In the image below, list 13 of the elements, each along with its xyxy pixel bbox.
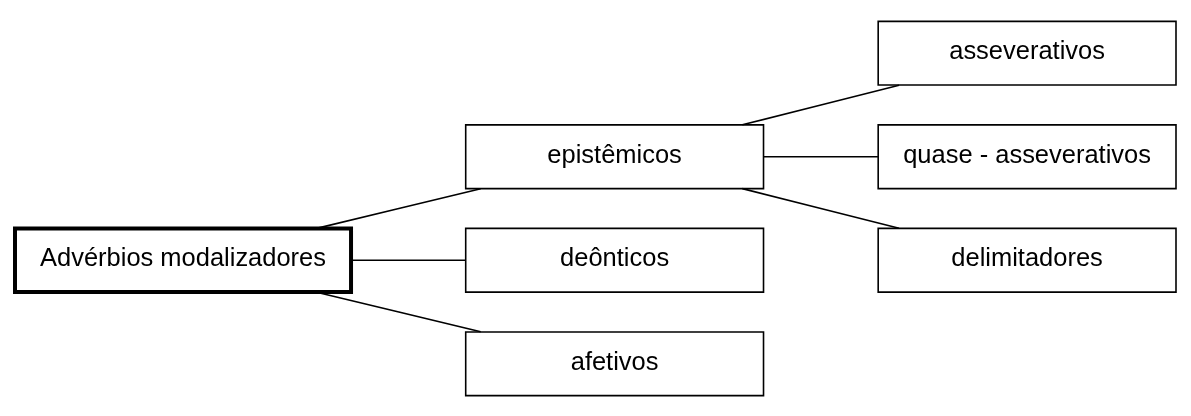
connector [315,187,482,229]
node-box: Advérbios modalizadores [13,225,354,294]
node-box: afetivos [464,330,765,396]
node-box: epistêmicos [464,123,765,189]
node-box: asseverativos [877,20,1177,86]
node-box: delimitadores [877,227,1177,293]
connector [741,187,900,229]
node-box: deônticos [464,227,765,293]
connector [350,258,467,261]
connector [741,83,900,126]
connector [763,155,879,158]
connector [315,290,482,333]
node-box: quase - asseverativos [877,123,1177,189]
